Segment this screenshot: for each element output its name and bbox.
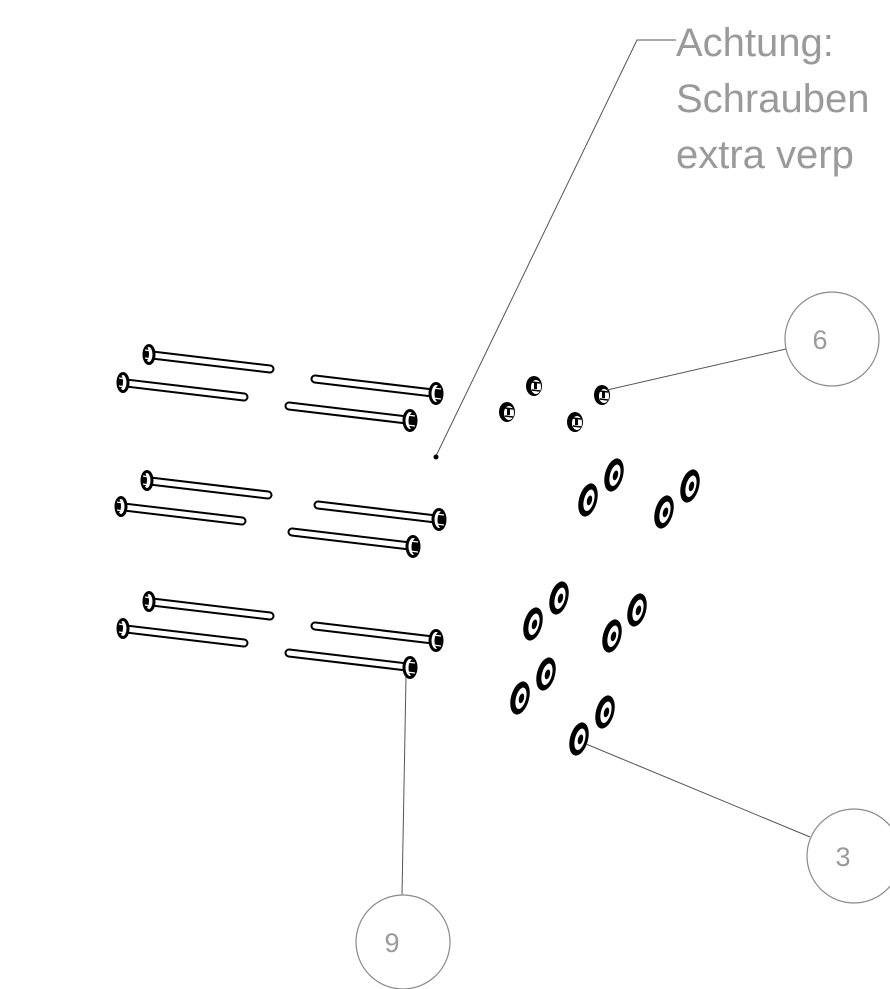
washer: [565, 720, 593, 758]
nut: [498, 401, 516, 423]
washer: [574, 481, 602, 519]
callout-washer: 3: [806, 808, 890, 904]
screw: [115, 498, 242, 522]
callout-6-leader: [606, 348, 787, 391]
screw: [117, 374, 244, 398]
screw: [289, 653, 416, 678]
note-line-2: Schrauben: [676, 77, 869, 121]
washer: [600, 456, 628, 494]
washer: [506, 679, 534, 717]
screw: [141, 472, 268, 496]
screw-group-top-right: [289, 379, 442, 431]
callout-label: 3: [835, 842, 850, 872]
callout-circle: [806, 808, 890, 904]
washer-group: [506, 456, 704, 758]
nut: [593, 384, 611, 406]
nut-group: [498, 375, 611, 433]
washer: [519, 605, 547, 643]
warning-note: Achtung: Schrauben extra verp: [676, 21, 869, 177]
washer: [676, 467, 704, 505]
callout-nut: 6: [784, 291, 880, 387]
screw-group-top-left: [117, 346, 270, 398]
screw: [292, 532, 419, 557]
note-leader-line: [435, 39, 676, 457]
callout-screw: 9: [355, 894, 451, 989]
note-line-1: Achtung:: [676, 21, 834, 65]
screw-group-middle-left: [115, 472, 268, 522]
callout-circle: [355, 894, 451, 989]
washer: [598, 617, 626, 655]
screw: [289, 406, 416, 431]
note-leader-dot: [433, 454, 439, 460]
washer: [623, 591, 651, 629]
callout-label: 6: [812, 325, 827, 355]
screw: [143, 593, 270, 617]
screw: [143, 346, 270, 370]
callout-3-leader: [585, 743, 811, 838]
washer: [532, 655, 560, 693]
nut: [525, 375, 543, 397]
nut: [566, 411, 584, 433]
screw: [117, 620, 244, 644]
washer: [650, 493, 678, 531]
callout-label: 9: [384, 928, 399, 958]
screw: [315, 379, 442, 404]
screw-group-middle-right: [292, 505, 445, 557]
screw: [315, 626, 442, 651]
screw: [318, 505, 445, 530]
screw-group-bottom-left: [117, 593, 270, 644]
screw-group-bottom-right: [289, 626, 442, 678]
washer: [591, 693, 619, 731]
washer: [545, 579, 573, 617]
note-line-3: extra verp: [676, 133, 854, 177]
callout-circle: [784, 291, 880, 387]
callout-9-leader: [401, 676, 407, 896]
